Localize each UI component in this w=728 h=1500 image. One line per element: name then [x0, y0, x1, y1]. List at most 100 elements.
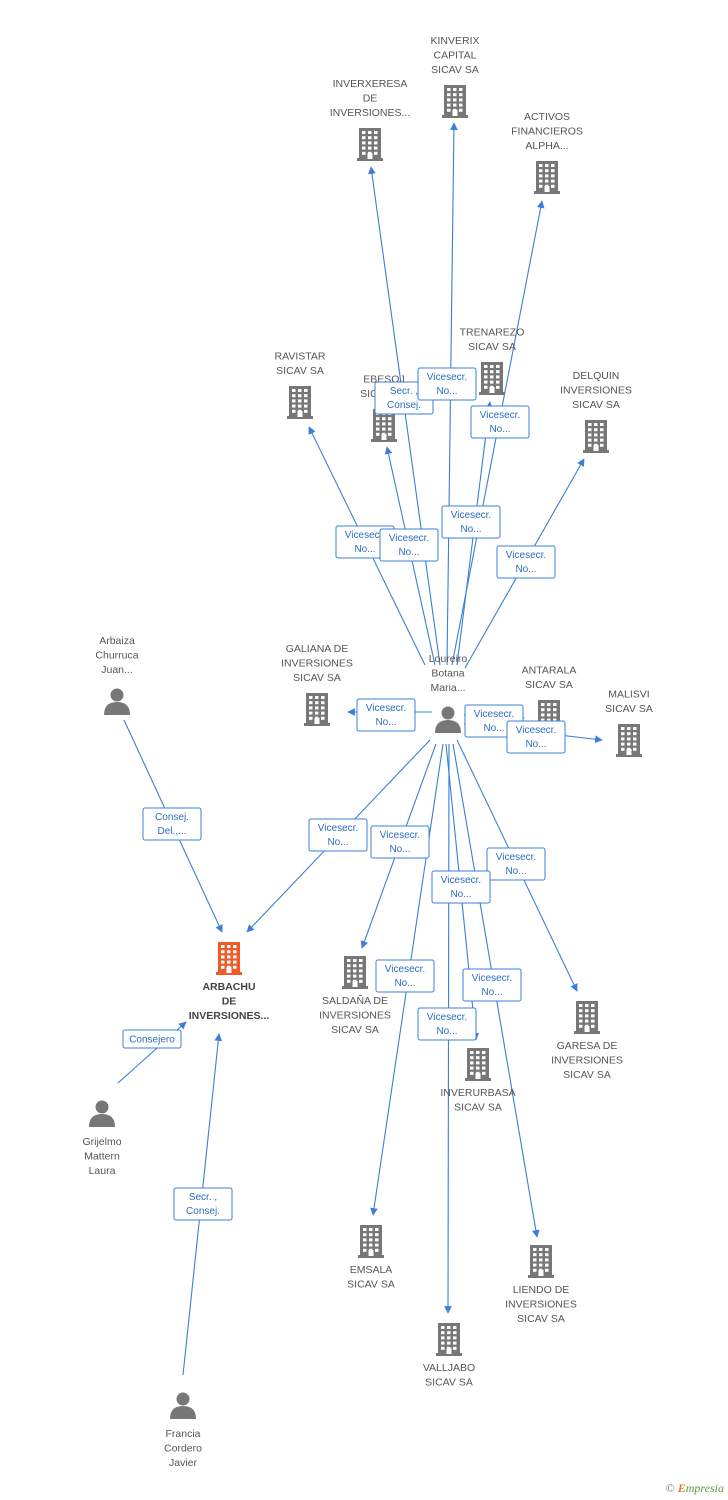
e-antarala-label-line-1: No... [483, 723, 504, 734]
node-inverxeresa-label-line-0: INVERXERESA [333, 78, 408, 90]
node-delquin-label-line-2: SICAV SA [572, 399, 620, 411]
saldana-building-icon [342, 956, 368, 989]
e-valljabo-label-line-1: No... [450, 889, 471, 900]
e-kinverix-label-line-1: No... [436, 386, 457, 397]
node-activos[interactable]: ACTIVOSFINANCIEROSALPHA... [511, 111, 583, 194]
node-liendo[interactable]: LIENDO DE INVERSIONES SICAV SA [505, 1245, 577, 1325]
e-galiana-label[interactable]: Vicesecr.No... [356, 698, 416, 732]
node-trenarezo-label-line-1: SICAV SA [468, 341, 516, 353]
node-galiana-label-line-2: SICAV SA [293, 672, 341, 684]
node-loureiro[interactable]: LoureiroBotanaMaria... [429, 653, 468, 733]
e-valljabo-label[interactable]: Vicesecr.No... [431, 870, 491, 904]
e-inverurbasa-label[interactable]: Vicesecr.No... [417, 1007, 477, 1041]
e-ebesoj-label[interactable]: Vicesecr.No... [379, 528, 439, 562]
galiana-building-icon [304, 693, 330, 726]
e-inverxeresa-line [368, 166, 441, 666]
copyright-symbol: © [665, 1481, 675, 1495]
node-arbaiza[interactable]: ArbaizaChurrucaJuan... [95, 635, 139, 715]
e-arbachu-l-label-box [308, 818, 368, 852]
node-arbachu[interactable]: ARBACHUDEINVERSIONES... [189, 942, 270, 1022]
e-arbaiza-label-box [142, 807, 202, 841]
e-malisvi-label-line-0: Vicesecr. [516, 725, 556, 736]
node-activos-label-line-1: FINANCIEROS [511, 126, 583, 138]
e-ravistar-label-line-0: Vicesecr. [345, 530, 385, 541]
node-arbachu-label-line-2: INVERSIONES... [189, 1010, 270, 1022]
edge-labels-layer: Vicesecr. No... Vicesecr. No... Secr. ,Conse… [122, 367, 566, 1221]
e-delquin-label-line-0: Vicesecr. [506, 550, 546, 561]
arbaiza-person-icon [104, 688, 130, 715]
node-garesa-label-line-2: SICAV SA [563, 1069, 611, 1081]
e-emsala-label[interactable]: Vicesecr.No... [375, 959, 435, 993]
e-grijelmo-label-line-0: Consejero [129, 1035, 175, 1046]
node-liendo-label-line-0: LIENDO DE [513, 1284, 570, 1296]
e-liendo-label[interactable]: Vicesecr.No... [462, 968, 522, 1002]
node-trenarezo-label-line-0: TRENAREZO [460, 327, 525, 339]
node-arbaiza-label-line-0: Arbaiza [99, 635, 135, 647]
node-garesa-label-line-1: INVERSIONES [551, 1055, 623, 1067]
node-arbaiza-label-line-2: Juan... [101, 664, 133, 676]
node-activos-label-line-2: ALPHA... [525, 140, 568, 152]
e-activos-label[interactable]: Vicesecr.No... [470, 405, 530, 439]
e-trenarezo-label[interactable]: Vicesecr.No... [441, 505, 501, 539]
trenarezo-building-icon [479, 362, 505, 395]
e-activos-label-line-1: No... [489, 424, 510, 435]
e-grijelmo-label-box [122, 1029, 182, 1049]
node-liendo-label-line-1: INVERSIONES [505, 1299, 577, 1311]
e-grijelmo-label[interactable]: Consejero [122, 1029, 182, 1049]
e-arbaiza-label[interactable]: Consej.Del.,... [142, 807, 202, 841]
node-malisvi-label-line-1: SICAV SA [605, 703, 653, 715]
e-emsala-label-line-1: No... [394, 978, 415, 989]
node-loureiro-label-line-0: Loureiro [429, 653, 468, 665]
e-malisvi-label-line-1: No... [525, 739, 546, 750]
e-arbachu-l-label[interactable]: Vicesecr.No... [308, 818, 368, 852]
e-liendo-label-line-1: No... [481, 987, 502, 998]
e-arbaiza-label-line-0: Consej. [155, 812, 189, 823]
e-galiana-label-line-0: Vicesecr. [366, 703, 406, 714]
e-saldana-label-line-1: No... [389, 844, 410, 855]
e-francia-label[interactable]: Secr. ,Consej. [173, 1187, 233, 1221]
e-francia-label-box [173, 1187, 233, 1221]
node-inverxeresa[interactable]: INVERXERESADEINVERSIONES... [330, 78, 411, 161]
e-garesa-label[interactable]: Vicesecr.No... [486, 847, 546, 881]
node-loureiro-label-line-1: Botana [431, 668, 464, 680]
e-trenarezo-label-line-1: No... [460, 524, 481, 535]
e-kinverix-label[interactable]: Vicesecr. No... [417, 367, 477, 401]
e-malisvi-label[interactable]: Vicesecr. No... [506, 720, 566, 754]
node-ravistar-label-line-0: RAVISTAR [275, 351, 326, 363]
e-garesa-label-box [486, 847, 546, 881]
node-liendo-label-line-2: SICAV SA [517, 1313, 565, 1325]
node-saldana-label-line-2: SICAV SA [331, 1024, 379, 1036]
e-kinverix-label-line-0: Vicesecr. [427, 372, 467, 383]
malisvi-building-icon [616, 724, 642, 757]
e-delquin-label[interactable]: Vicesecr.No... [496, 545, 556, 579]
node-saldana-label-line-0: SALDAÑA DE [322, 994, 388, 1007]
inverurbasa-building-icon [465, 1048, 491, 1081]
e-liendo-label-box [462, 968, 522, 1002]
node-trenarezo[interactable]: TRENAREZO SICAV SA [460, 327, 525, 396]
e-inverurbasa-label-line-1: No... [436, 1026, 457, 1037]
e-galiana-label-box [356, 698, 416, 732]
loureiro-person-icon [435, 706, 461, 733]
node-galiana-label-line-1: INVERSIONES [281, 658, 353, 670]
node-kinverix-label-line-0: KINVERIX [430, 35, 479, 47]
e-ebesoj-label-line-0: Vicesecr. [389, 533, 429, 544]
node-valljabo-label-line-0: VALLJABO [423, 1362, 475, 1374]
node-francia-label-line-1: Cordero [164, 1443, 202, 1455]
e-inverxeresa-label-line-1: Consej. [387, 400, 421, 411]
e-saldana-label[interactable]: Vicesecr.No... [370, 825, 430, 859]
node-kinverix-label-line-1: CAPITAL [434, 50, 477, 62]
node-francia-label-line-2: Javier [169, 1457, 198, 1469]
